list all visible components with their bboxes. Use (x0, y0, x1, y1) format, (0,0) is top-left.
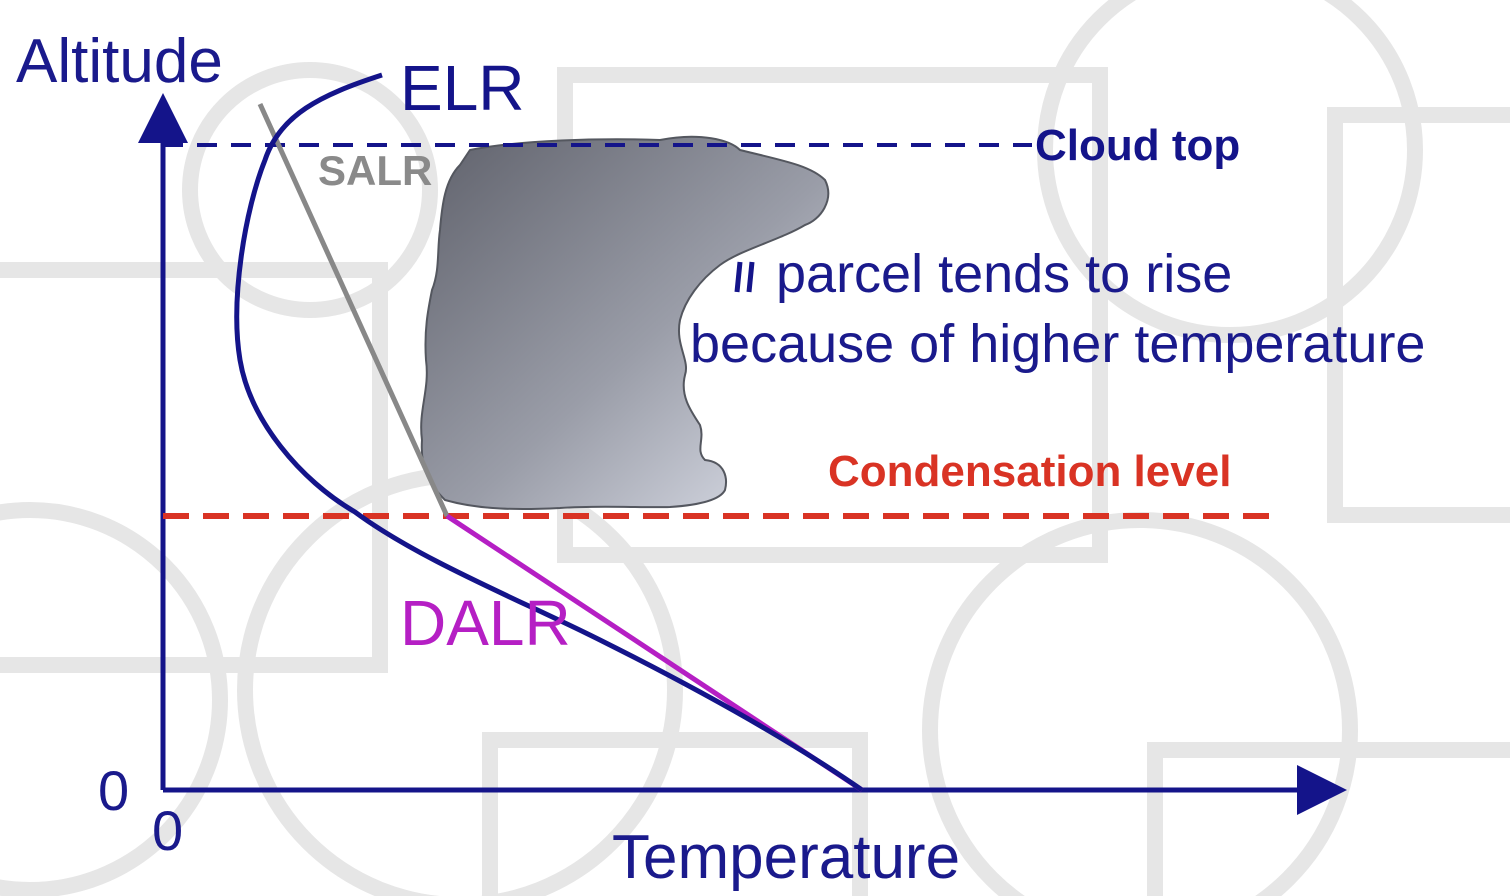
x-axis-label: Temperature (612, 823, 960, 892)
annotation-line-1: parcel tends to rise (776, 244, 1232, 304)
elr-label: ELR (400, 52, 525, 124)
salr-label: SALR (318, 147, 432, 194)
watermark-circle (922, 512, 1358, 896)
condensation-level-label: Condensation level (828, 447, 1231, 496)
watermark-circle (0, 502, 228, 896)
watermark-circle (1037, 0, 1423, 343)
salr-line (257, 102, 450, 518)
dalr-label: DALR (400, 587, 571, 659)
annotation-fragment (734, 261, 755, 293)
y-axis-label: Altitude (16, 27, 223, 96)
watermark-square (1147, 742, 1510, 896)
annotation-line-2: because of higher temperature (690, 314, 1425, 374)
watermark-circle (182, 62, 438, 318)
y-origin-label: 0 (98, 759, 129, 822)
watermark-square (1327, 107, 1510, 523)
annotation-fragment-stroke (734, 261, 743, 293)
watermark-circle (237, 467, 683, 896)
elr-curve (234, 72, 864, 793)
x-origin-label: 0 (152, 799, 183, 862)
watermark-square (0, 262, 388, 673)
watermark-square (482, 732, 868, 896)
annotation-fragment-stroke (746, 261, 755, 293)
cloud-shape (420, 135, 830, 511)
axes (138, 93, 1347, 815)
cloud-top-label: Cloud top (1035, 121, 1240, 170)
